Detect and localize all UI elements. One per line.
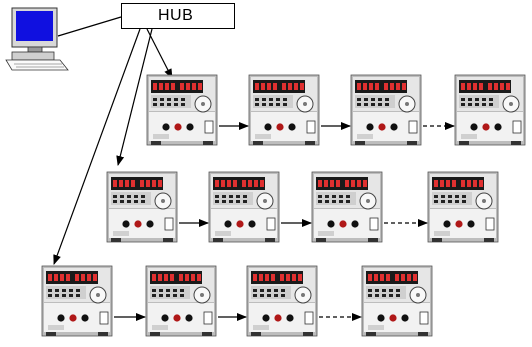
device-terminal <box>390 123 398 131</box>
device-terminal <box>262 314 270 322</box>
device-terminal <box>351 220 359 228</box>
device-terminal <box>455 220 463 228</box>
device-terminal <box>377 314 385 322</box>
power-supply-icon <box>145 265 217 337</box>
device-terminal <box>494 123 502 131</box>
hub-link-row-3 <box>53 28 141 265</box>
device-terminal <box>401 314 409 322</box>
chain-links-layer <box>114 122 455 321</box>
power-supply-icon <box>208 171 280 243</box>
device-terminal <box>146 220 154 228</box>
device-terminal <box>122 220 130 228</box>
device-terminal <box>264 123 272 131</box>
device-power-switch <box>485 217 495 231</box>
power-supply-icon <box>427 171 499 243</box>
computer-icon <box>5 7 69 71</box>
device-terminal <box>173 314 181 322</box>
computer-screen <box>16 11 53 41</box>
device-terminal <box>81 314 89 322</box>
device-terminal <box>274 314 282 322</box>
device-power-switch <box>99 311 109 325</box>
device-terminal <box>236 220 244 228</box>
device-terminal <box>378 123 386 131</box>
device-terminal <box>288 123 296 131</box>
device-terminal <box>134 220 142 228</box>
device-power-switch <box>203 311 213 325</box>
device-terminal <box>327 220 335 228</box>
device-terminal <box>224 220 232 228</box>
device-terminal <box>248 220 256 228</box>
device-power-switch <box>164 217 174 231</box>
device-terminal <box>443 220 451 228</box>
power-supply-icon <box>146 74 218 146</box>
device-terminal <box>276 123 284 131</box>
hub-link-row-1 <box>146 28 173 79</box>
power-supply-icon <box>106 171 178 243</box>
device-power-switch <box>369 217 379 231</box>
device-terminal <box>57 314 65 322</box>
device-terminal <box>467 220 475 228</box>
power-supply-icon <box>246 265 318 337</box>
device-terminal <box>339 220 347 228</box>
device-terminal <box>69 314 77 322</box>
device-terminal <box>186 123 194 131</box>
computer-hub-link <box>57 16 122 37</box>
device-terminal <box>174 123 182 131</box>
device-terminal <box>185 314 193 322</box>
power-supply-icon <box>361 265 433 337</box>
device-power-switch <box>266 217 276 231</box>
power-supply-icon <box>454 74 526 146</box>
power-supply-icon <box>311 171 383 243</box>
device-power-switch <box>304 311 314 325</box>
device-terminal <box>389 314 397 322</box>
device-terminal <box>482 123 490 131</box>
device-power-switch <box>204 120 214 134</box>
power-supply-icon <box>350 74 422 146</box>
hub-box: HUB <box>121 3 235 29</box>
device-terminal <box>366 123 374 131</box>
device-terminal <box>286 314 294 322</box>
device-power-switch <box>306 120 316 134</box>
power-supply-icon <box>248 74 320 146</box>
hub-link-row-2 <box>116 28 153 166</box>
hub-label: HUB <box>158 7 194 24</box>
power-supply-icon <box>41 265 113 337</box>
device-terminal <box>161 314 169 322</box>
devices-layer <box>41 74 526 337</box>
device-terminal <box>162 123 170 131</box>
device-power-switch <box>408 120 418 134</box>
device-power-switch <box>512 120 522 134</box>
device-terminal <box>470 123 478 131</box>
device-power-switch <box>419 311 429 325</box>
